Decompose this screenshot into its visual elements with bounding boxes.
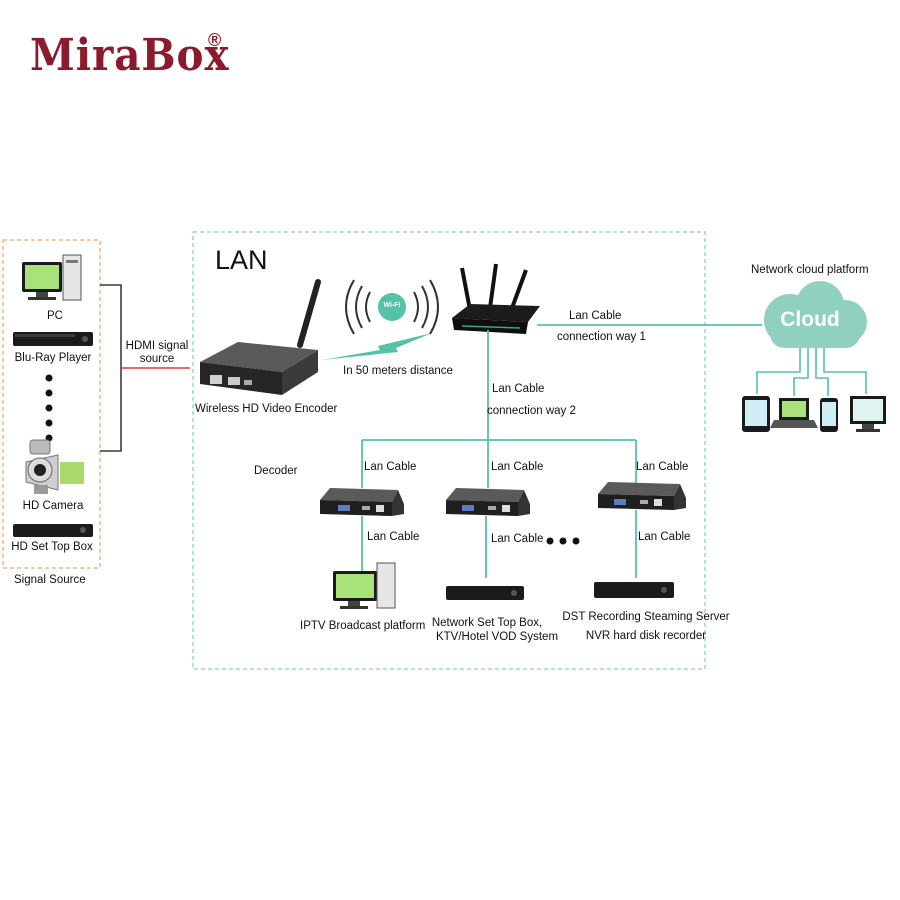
decoder-device-2	[446, 488, 530, 516]
cloud-shape	[764, 281, 867, 348]
source-bracket	[100, 284, 122, 452]
cloud-platform-title: Network cloud platform	[751, 264, 869, 276]
decoder-device-3	[598, 482, 686, 510]
decoder-label: Decoder	[254, 465, 298, 477]
decoder2-cable-bottom: Lan Cable	[491, 533, 544, 545]
source-label-camera: HD Camera	[22, 500, 84, 512]
wireless-encoder-device	[200, 279, 321, 395]
lan-box	[192, 231, 706, 670]
way2-cable-label: Lan Cable	[492, 383, 545, 395]
wireless-distance-label: In 50 meters distance	[343, 365, 453, 377]
signal-source-box	[2, 239, 101, 569]
decoder-device-1	[320, 488, 404, 516]
more-sources-dots	[45, 374, 53, 442]
tablet-icon	[742, 396, 770, 432]
iptv-label: IPTV Broadcast platform	[300, 620, 426, 632]
lan-title: LAN	[215, 245, 268, 275]
phone-icon	[820, 398, 838, 432]
hd-camera-icon	[25, 439, 84, 494]
decoder1-cable-top: Lan Cable	[364, 461, 417, 473]
nvr-recorder-icon	[594, 582, 674, 598]
decoder3-cable-bottom: Lan Cable	[638, 531, 691, 543]
registered-mark: ®	[208, 30, 222, 50]
signal-source-title: Signal Source	[14, 574, 86, 586]
wifi-waves	[345, 279, 439, 335]
mirabox-logo: MiraBox ®	[30, 28, 260, 98]
network-set-top-box-icon	[446, 586, 524, 600]
cloud-label: Cloud	[780, 308, 840, 331]
wireless-link	[322, 333, 432, 360]
decoder3-cable-top: Lan Cable	[636, 461, 689, 473]
router-device	[452, 263, 540, 334]
cloud-branches	[756, 348, 867, 396]
source-label-pc: PC	[47, 310, 63, 322]
way2-name-label: connection way 2	[487, 405, 576, 417]
decoder1-cable-bottom: Lan Cable	[367, 531, 420, 543]
hd-set-top-box-icon	[13, 524, 93, 537]
blu-ray-player-icon	[13, 332, 93, 346]
pc-icon	[22, 254, 82, 301]
way1-name-label: connection way 1	[557, 331, 646, 343]
set-top-box-label-line1: Network Set Top Box,	[431, 617, 543, 629]
more-decoders-dots	[546, 537, 580, 545]
laptop-icon	[770, 398, 818, 428]
hdmi-label-line1: HDMI signal	[125, 340, 189, 352]
wifi-badge-label: Wi-Fi	[383, 302, 401, 309]
hdmi-label-line2: source	[139, 353, 175, 365]
source-label-set-top-box: HD Set Top Box	[11, 541, 93, 553]
logo-text: MiraBox	[30, 30, 230, 81]
decoder2-cable-top: Lan Cable	[491, 461, 544, 473]
iptv-pc-icon	[333, 562, 396, 609]
source-label-blu-ray: Blu-Ray Player	[14, 352, 92, 364]
wifi-badge-circle	[378, 293, 406, 321]
nvr-label-line1: DST Recording Steaming Server	[562, 611, 730, 623]
encoder-label: Wireless HD Video Encoder	[195, 403, 338, 415]
set-top-box-label-line2: KTV/Hotel VOD System	[435, 631, 559, 643]
way1-cable-label: Lan Cable	[569, 310, 622, 322]
nvr-label-line2: NVR hard disk recorder	[585, 630, 707, 642]
monitor-icon	[850, 396, 886, 432]
